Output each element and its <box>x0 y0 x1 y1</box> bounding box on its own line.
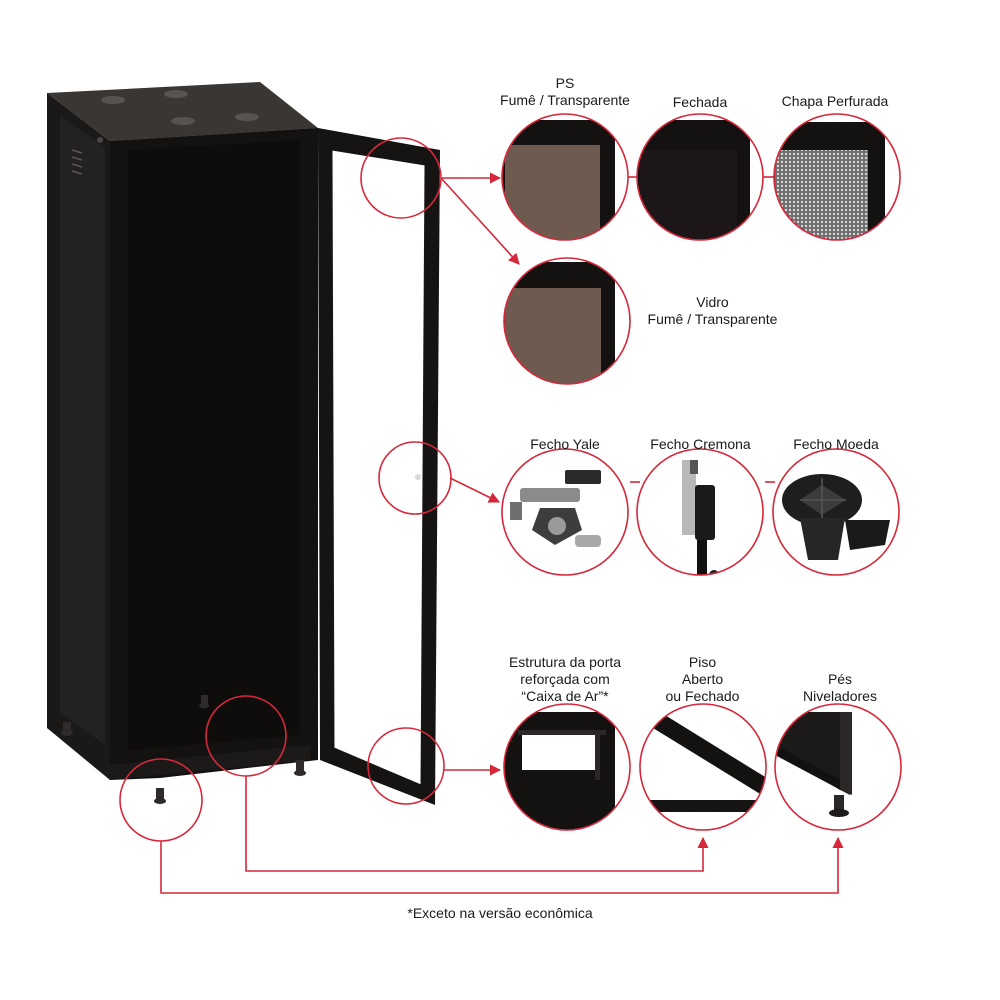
detail-vidro <box>503 257 631 385</box>
detail-estrutura <box>503 703 631 831</box>
detail-fecho-cremona <box>636 448 764 576</box>
label-vidro-sub: Fumê / Transparente <box>647 311 778 327</box>
label-vidro: Vidro Fumê / Transparente <box>630 294 795 328</box>
detail-chapa-perfurada <box>773 113 901 241</box>
door-glass <box>331 149 426 786</box>
label-fecho-cremona-text: Fecho Cremona <box>650 436 751 452</box>
rack-cabinet <box>47 82 440 805</box>
label-fecho-yale: Fecho Yale <box>510 436 620 453</box>
label-piso-line2: Aberto <box>681 671 724 687</box>
callout-door-bottom <box>367 727 445 805</box>
footnote: *Exceto na versão econômica <box>407 905 593 921</box>
label-pes: Pés Niveladores <box>785 671 895 705</box>
label-chapa-perfurada: Chapa Perfurada <box>765 93 905 110</box>
label-piso: Piso Aberto ou Fechado <box>645 654 760 705</box>
label-fechada-text: Fechada <box>672 94 728 110</box>
label-estrutura-line1: Estrutura da porta <box>508 654 622 670</box>
arrow-to-pes <box>160 836 844 894</box>
label-ps-sub: Fumê / Transparente <box>500 92 630 108</box>
label-fecho-cremona: Fecho Cremona <box>638 436 763 453</box>
label-fecho-yale-text: Fecho Yale <box>530 436 600 452</box>
detail-pes <box>774 703 902 831</box>
label-estrutura: Estrutura da porta reforçada com “Caixa … <box>490 654 640 705</box>
label-estrutura-line3: “Caixa de Ar”* <box>521 688 609 704</box>
label-estrutura-line2: reforçada com <box>520 671 610 687</box>
label-pes-line2: Niveladores <box>803 688 877 704</box>
detail-fecho-yale <box>501 448 629 576</box>
label-fechada: Fechada <box>650 94 750 111</box>
label-piso-line1: Piso <box>688 654 717 670</box>
label-fecho-moeda: Fecho Moeda <box>780 436 892 453</box>
detail-piso <box>639 703 767 831</box>
label-vidro-title: Vidro <box>696 294 729 310</box>
arrow-to-locks <box>449 477 501 503</box>
label-fecho-moeda-text: Fecho Moeda <box>793 436 879 452</box>
detail-ps <box>501 113 629 241</box>
label-chapa-text: Chapa Perfurada <box>781 93 889 109</box>
label-ps: PS Fumê / Transparente <box>485 75 645 109</box>
label-piso-line3: ou Fechado <box>665 688 740 704</box>
arrow-to-piso <box>245 776 709 872</box>
arrow-to-vidro <box>440 177 520 265</box>
detail-fechada <box>636 113 764 241</box>
label-ps-title: PS <box>555 75 575 91</box>
detail-fecho-moeda <box>772 448 900 576</box>
label-pes-line1: Pés <box>827 671 853 687</box>
